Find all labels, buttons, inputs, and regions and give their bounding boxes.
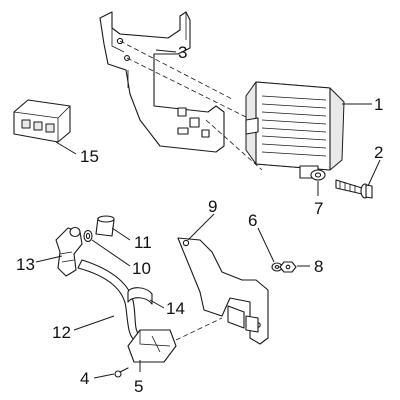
part-4-screw bbox=[114, 367, 129, 378]
callout-1: 1 bbox=[374, 95, 383, 114]
leader-12 bbox=[73, 315, 115, 331]
part-5-clip bbox=[127, 317, 223, 363]
callout-2: 2 bbox=[374, 143, 383, 162]
callout-5: 5 bbox=[134, 377, 143, 396]
callout-7: 7 bbox=[314, 199, 323, 218]
part-9-lower-bracket bbox=[177, 237, 269, 345]
callout-8: 8 bbox=[314, 257, 323, 276]
part-6-washer bbox=[271, 262, 283, 272]
callout-labels: 1 2 3 4 5 6 7 8 9 10 11 12 13 14 15 bbox=[16, 43, 383, 396]
leader-6 bbox=[257, 227, 275, 263]
part-8-nut bbox=[279, 261, 297, 273]
leader-11 bbox=[111, 227, 131, 241]
callout-13: 13 bbox=[16, 255, 35, 274]
leader-13 bbox=[35, 255, 63, 263]
part-3-upper-bracket bbox=[99, 11, 263, 171]
part-1-voltage-regulator bbox=[245, 81, 345, 179]
leader-15 bbox=[55, 141, 77, 155]
part-10-o-ring bbox=[83, 229, 93, 243]
leader-3 bbox=[155, 49, 177, 53]
part-11-plug bbox=[95, 215, 115, 237]
leader-lines bbox=[35, 49, 381, 379]
part-15-relay bbox=[13, 99, 71, 143]
leader-10 bbox=[91, 239, 131, 267]
callout-14: 14 bbox=[166, 299, 185, 318]
leader-14 bbox=[149, 299, 165, 309]
leader-4 bbox=[93, 373, 115, 379]
part-7-washer bbox=[310, 169, 326, 181]
callout-10: 10 bbox=[132, 259, 151, 278]
callout-6: 6 bbox=[248, 211, 257, 230]
callout-9: 9 bbox=[208, 197, 217, 216]
callout-12: 12 bbox=[52, 323, 71, 342]
part-2-flange-bolt bbox=[335, 179, 373, 199]
leader-9 bbox=[187, 213, 215, 241]
callout-4: 4 bbox=[80, 369, 89, 388]
part-13-elbow-connector bbox=[55, 226, 83, 277]
callout-3: 3 bbox=[178, 43, 187, 62]
callout-15: 15 bbox=[80, 147, 99, 166]
leader-2 bbox=[367, 159, 381, 187]
callout-11: 11 bbox=[134, 233, 152, 252]
part-14-hose-clamp bbox=[127, 287, 153, 305]
